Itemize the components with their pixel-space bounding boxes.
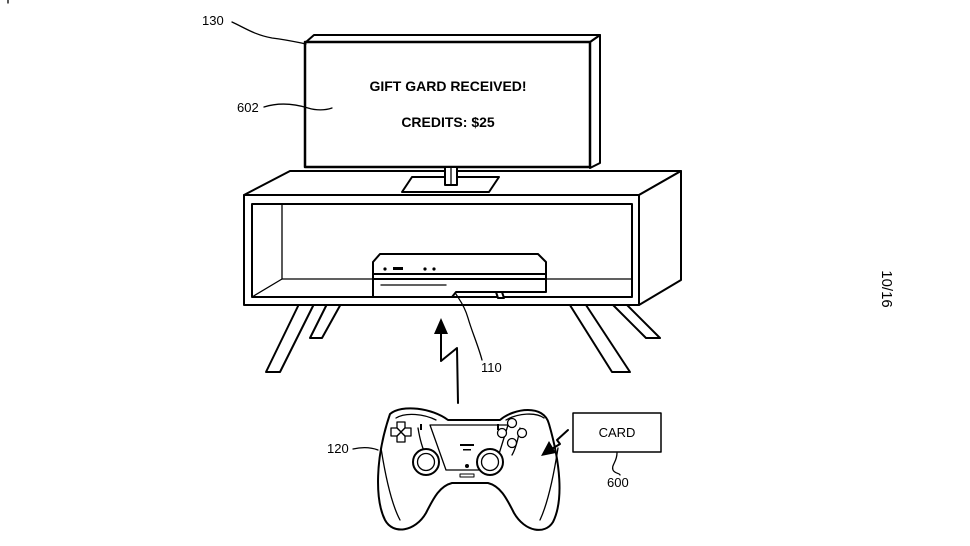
controller-left-stick xyxy=(412,448,440,476)
controller-left-shoulder xyxy=(395,413,437,421)
ref-602: 602 xyxy=(237,100,259,115)
console-indicator-1 xyxy=(383,267,387,271)
game-console xyxy=(372,253,547,299)
left-stick-inner xyxy=(416,452,436,472)
right-stick-inner xyxy=(480,452,500,472)
triangle-button xyxy=(506,417,518,429)
cross-button xyxy=(506,437,518,449)
circle-button xyxy=(516,427,528,439)
card-box xyxy=(572,412,662,453)
card-signal-arrowhead xyxy=(541,441,556,456)
gift-card: CARD xyxy=(572,412,662,453)
console-foot xyxy=(495,291,505,299)
cabinet-leg-back-right xyxy=(609,301,661,339)
tv-side-depth xyxy=(589,34,601,169)
console-body xyxy=(372,278,547,298)
ref-120: 120 xyxy=(327,441,349,456)
cabinet-side xyxy=(638,170,682,306)
card-label: CARD xyxy=(599,425,636,440)
console-button-1 xyxy=(423,267,427,271)
signal-arrowhead xyxy=(434,318,448,334)
ref-130: 130 xyxy=(202,13,224,28)
cabinet-leg-back-left xyxy=(309,301,343,339)
sheet-number: 10/16 xyxy=(878,270,895,308)
controller-right-grip-line xyxy=(539,447,559,521)
ref-600: 600 xyxy=(607,475,629,490)
mic-button xyxy=(459,473,475,478)
leader-600 xyxy=(611,452,621,476)
card-signal-zigzag xyxy=(549,429,569,451)
console-button-2 xyxy=(432,267,436,271)
ref-110: 110 xyxy=(481,360,502,375)
tv-screen xyxy=(303,40,592,169)
controller-face-buttons xyxy=(496,417,528,449)
screen-message-line1: GIFT GARD RECEIVED! xyxy=(369,78,526,94)
leader-130 xyxy=(231,21,307,45)
square-button xyxy=(496,427,508,439)
signal-zigzag xyxy=(440,327,459,404)
game-controller xyxy=(377,407,561,531)
leader-110 xyxy=(455,293,483,361)
controller-right-shoulder xyxy=(505,413,545,421)
card-signal-arrow xyxy=(541,429,569,456)
controller-logo-sub xyxy=(463,449,471,451)
reference-numerals: 130 602 110 120 600 xyxy=(202,13,629,490)
controller-left-grip-line xyxy=(380,447,401,521)
options-button-icon xyxy=(497,424,499,430)
screen-message-line2: CREDITS: $25 xyxy=(401,114,495,130)
cabinet-leg-front-left xyxy=(265,301,316,373)
controller-dpad xyxy=(390,421,412,443)
ps-button-icon xyxy=(465,464,469,468)
dpad-left xyxy=(390,427,402,437)
leader-120 xyxy=(352,446,379,451)
wireless-signal-arrow xyxy=(434,318,459,404)
create-button-icon xyxy=(420,424,422,430)
controller-right-stick xyxy=(476,448,504,476)
dpad-right xyxy=(400,427,412,437)
leader-602 xyxy=(263,103,333,111)
controller-logo-mark xyxy=(460,444,474,446)
console-indicator-2 xyxy=(393,267,403,270)
